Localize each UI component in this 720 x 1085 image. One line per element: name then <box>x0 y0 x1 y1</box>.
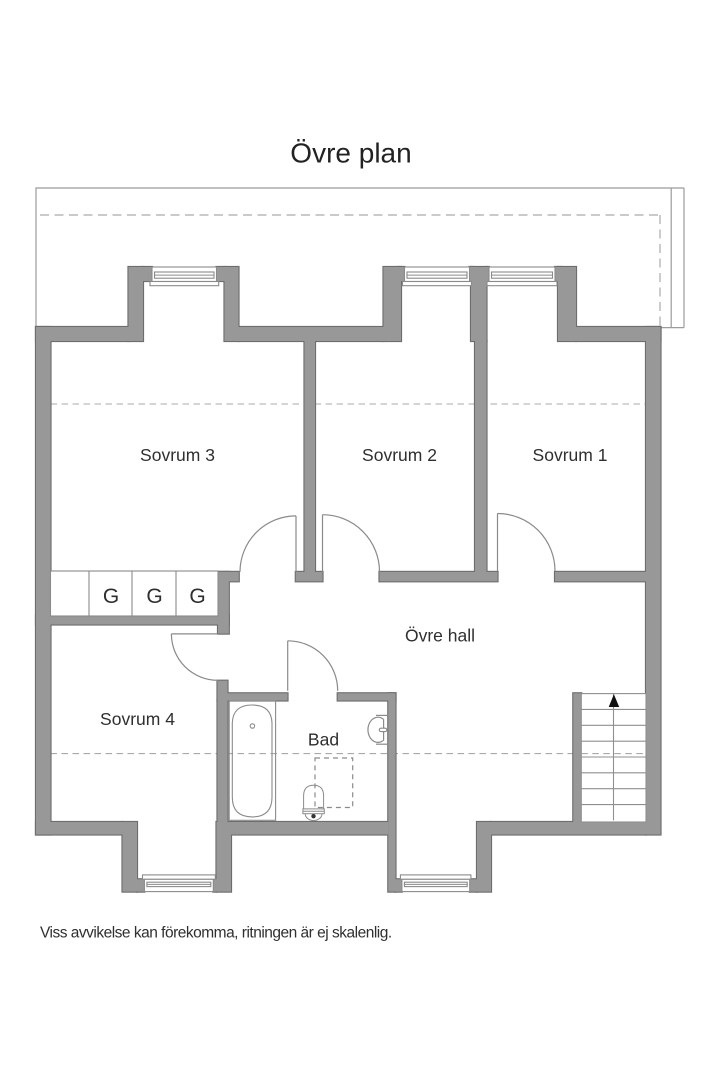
svg-text:Bad: Bad <box>308 730 339 750</box>
svg-text:Sovrum 2: Sovrum 2 <box>362 445 437 465</box>
svg-text:Sovrum 4: Sovrum 4 <box>100 709 175 729</box>
svg-text:Sovrum 3: Sovrum 3 <box>140 445 215 465</box>
svg-text:G: G <box>146 585 162 608</box>
svg-text:Övre plan: Övre plan <box>290 138 411 169</box>
svg-text:Viss avvikelse kan förekomma,: Viss avvikelse kan förekomma, ritningen … <box>40 925 392 942</box>
svg-text:G: G <box>189 585 205 608</box>
svg-text:Övre hall: Övre hall <box>405 626 475 646</box>
svg-text:G: G <box>103 585 119 608</box>
svg-text:Sovrum 1: Sovrum 1 <box>533 445 608 465</box>
